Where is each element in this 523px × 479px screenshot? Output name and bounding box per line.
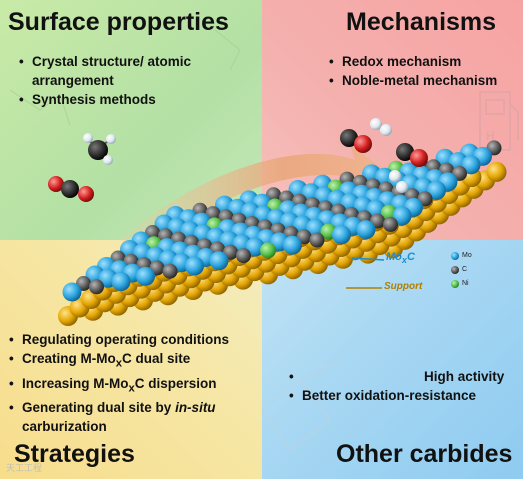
watermark: 天工工程 xyxy=(6,463,43,473)
list-item-text: Increasing M-Mo xyxy=(22,375,129,391)
list-item: Creating M-MoxC dual site xyxy=(8,349,278,374)
fuel-station-icon: H xyxy=(486,129,495,143)
catalyst-slab xyxy=(58,140,507,326)
list-item: Redox mechanism xyxy=(328,52,518,71)
mo-atom xyxy=(461,155,481,175)
c-atom xyxy=(89,279,104,295)
mo-atom xyxy=(427,180,446,200)
reaction-arrow xyxy=(120,145,392,255)
mo-atom xyxy=(209,251,229,271)
quadrant-other-carbides xyxy=(262,240,523,479)
list-item-text: C dual site xyxy=(122,351,191,366)
gas-molecules xyxy=(48,118,428,202)
list-item: Better oxidation-resistance xyxy=(288,386,518,405)
strategies-list: Regulating operating conditions Creating… xyxy=(8,330,278,436)
list-item-text: High activity xyxy=(424,369,505,384)
legend-mo-swatch xyxy=(451,252,459,260)
list-item-italic: in-situ xyxy=(175,400,216,416)
c-atom xyxy=(309,232,325,248)
mox-label: MoxC xyxy=(386,251,415,265)
strategies-title: Strategies xyxy=(14,440,135,468)
mo-atom xyxy=(185,256,204,276)
list-item-text: Generating dual site by xyxy=(22,400,172,416)
mechanisms-list: Redox mechanism Noble-metal mechanism xyxy=(328,52,518,90)
support-atom xyxy=(486,161,507,182)
mox-pointer xyxy=(351,257,385,261)
mo-atom xyxy=(306,218,325,238)
mo-atom xyxy=(136,266,155,286)
other-carbides-title: Other carbides xyxy=(336,440,513,468)
support-label: Support xyxy=(384,281,423,292)
c-atom xyxy=(162,263,178,279)
mo-atom xyxy=(111,272,131,292)
mo-atom xyxy=(245,237,265,257)
mo-atom xyxy=(356,220,376,240)
c-atom xyxy=(236,248,251,264)
c-atom xyxy=(383,216,398,232)
mox-label-sub: x xyxy=(401,255,407,266)
list-item: Increasing M-MoxC dispersion xyxy=(8,374,278,399)
subscript-x: x xyxy=(115,357,123,370)
ni-atom xyxy=(260,242,276,259)
mox-label-mo: Mo xyxy=(386,251,402,263)
mo-atom xyxy=(332,225,351,245)
surface-properties-list: Crystal structure/ atomic arrangement Sy… xyxy=(18,52,258,109)
surface-properties-title: Surface properties xyxy=(8,8,229,36)
subscript-x: x xyxy=(128,382,135,395)
list-item: Noble-metal mechanism xyxy=(328,71,518,90)
mox-label-c: C xyxy=(406,251,415,263)
list-item-text: Creating M-Mo xyxy=(22,351,116,366)
mo-atom xyxy=(392,206,412,226)
list-item: Crystal structure/ atomic arrangement xyxy=(18,52,258,90)
mo-atom xyxy=(283,235,302,255)
list-item: Regulating operating conditions xyxy=(8,330,278,349)
list-item: High activity xyxy=(288,367,518,386)
mo-atom xyxy=(366,199,386,219)
list-item-text: C dispersion xyxy=(134,375,217,391)
h2-molecule-bottom xyxy=(389,170,408,193)
legend-mo-label: Mo xyxy=(462,252,472,259)
atom-legend xyxy=(451,252,459,288)
mechanisms-title: Mechanisms xyxy=(346,8,497,36)
list-item-text: carburization xyxy=(22,419,107,435)
methane-molecule xyxy=(83,133,116,165)
legend-c-swatch xyxy=(451,266,459,274)
h2-molecule-top xyxy=(370,118,392,136)
other-carbides-list: High activity Better oxidation-resistanc… xyxy=(288,367,518,405)
list-item: Synthesis methods xyxy=(18,90,258,109)
co2-molecule-left xyxy=(48,176,94,202)
co-molecule-far-right xyxy=(396,143,428,167)
legend-c-label: C xyxy=(462,266,468,273)
legend-ni-label: Ni xyxy=(462,280,469,287)
co-molecule-right xyxy=(340,129,372,153)
list-item: Generating dual site by in-situ carburiza… xyxy=(8,398,278,436)
mo-atom xyxy=(62,282,82,302)
legend-ni-swatch xyxy=(451,280,459,288)
